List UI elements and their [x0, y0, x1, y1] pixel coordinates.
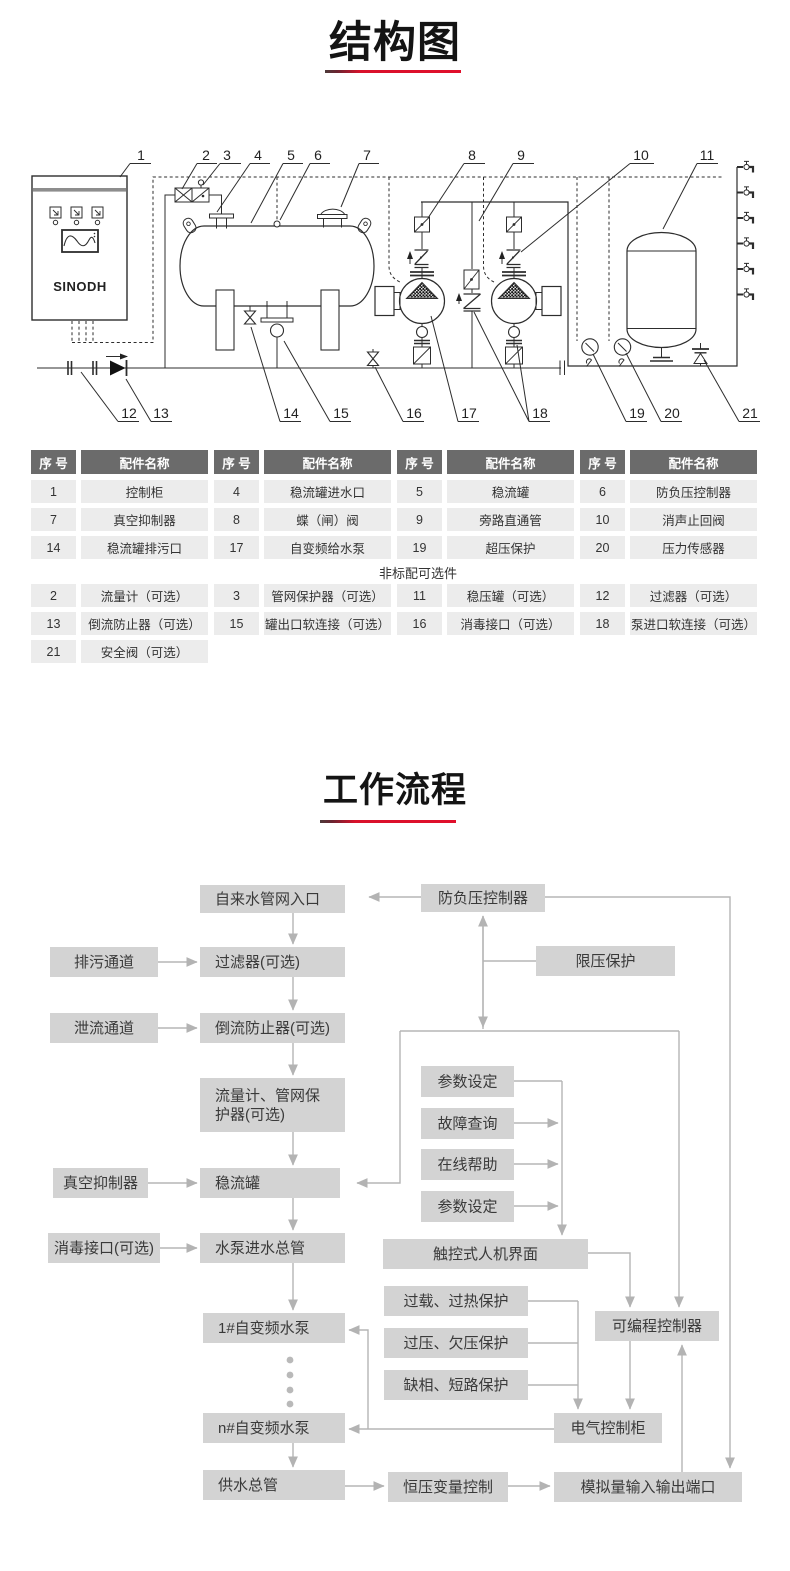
svg-text:13: 13	[153, 405, 169, 421]
svg-text:在线帮助: 在线帮助	[437, 1157, 497, 1174]
svg-text:自来水管网入口: 自来水管网入口	[215, 891, 320, 908]
svg-text:缺相、短路保护: 缺相、短路保护	[403, 1377, 508, 1394]
svg-text:15: 15	[333, 405, 349, 421]
svg-text:限压保护: 限压保护	[575, 953, 635, 970]
svg-text:21: 21	[742, 405, 758, 421]
svg-text:14: 14	[283, 405, 299, 421]
svg-text:可编程控制器: 可编程控制器	[612, 1318, 702, 1335]
svg-text:参数设定: 参数设定	[437, 1199, 497, 1216]
svg-text:真空抑制器: 真空抑制器	[63, 1174, 138, 1192]
svg-text:流量计、管网保: 流量计、管网保	[215, 1088, 320, 1105]
svg-text:n#自变频水泵: n#自变频水泵	[218, 1420, 310, 1437]
svg-text:SINODH: SINODH	[53, 279, 107, 294]
svg-text:16: 16	[406, 405, 422, 421]
svg-text:17: 17	[461, 405, 477, 421]
svg-text:20: 20	[664, 405, 680, 421]
svg-text:消毒接口(可选): 消毒接口(可选)	[54, 1240, 154, 1257]
svg-text:12: 12	[121, 405, 137, 421]
svg-text:恒压变量控制: 恒压变量控制	[403, 1479, 493, 1496]
svg-text:排污通道: 排污通道	[74, 954, 134, 971]
svg-text:护器(可选): 护器(可选)	[215, 1107, 285, 1124]
svg-text:19: 19	[629, 405, 645, 421]
svg-text:7: 7	[363, 147, 371, 163]
svg-text:18: 18	[532, 405, 548, 421]
svg-text:泄流通道: 泄流通道	[74, 1020, 134, 1037]
svg-text:1#自变频水泵: 1#自变频水泵	[218, 1320, 310, 1337]
svg-text:过滤器(可选): 过滤器(可选)	[215, 954, 300, 971]
svg-text:参数设定: 参数设定	[437, 1074, 497, 1091]
svg-text:4: 4	[254, 147, 262, 163]
svg-text:故障查询: 故障查询	[437, 1115, 497, 1133]
svg-text:2: 2	[202, 147, 210, 163]
svg-text:3: 3	[223, 147, 231, 163]
svg-text:供水总管: 供水总管	[218, 1477, 278, 1494]
svg-text:水泵进水总管: 水泵进水总管	[215, 1240, 305, 1257]
svg-text:1: 1	[137, 147, 145, 163]
svg-text:过压、欠压保护: 过压、欠压保护	[403, 1335, 508, 1352]
svg-text:触控式人机界面: 触控式人机界面	[433, 1246, 538, 1263]
svg-text:稳流罐: 稳流罐	[215, 1175, 260, 1192]
svg-text:6: 6	[314, 147, 322, 163]
svg-text:9: 9	[517, 147, 525, 163]
svg-text:10: 10	[633, 147, 649, 163]
svg-text:11: 11	[700, 147, 715, 163]
svg-text:5: 5	[287, 147, 295, 163]
svg-text:防负压控制器: 防负压控制器	[438, 890, 528, 907]
svg-text:模拟量输入输出端口: 模拟量输入输出端口	[580, 1479, 715, 1496]
svg-text:过载、过热保护: 过载、过热保护	[403, 1293, 508, 1310]
svg-text:电气控制柜: 电气控制柜	[570, 1420, 645, 1437]
svg-text:8: 8	[468, 147, 476, 163]
svg-text:倒流防止器(可选): 倒流防止器(可选)	[215, 1020, 330, 1037]
